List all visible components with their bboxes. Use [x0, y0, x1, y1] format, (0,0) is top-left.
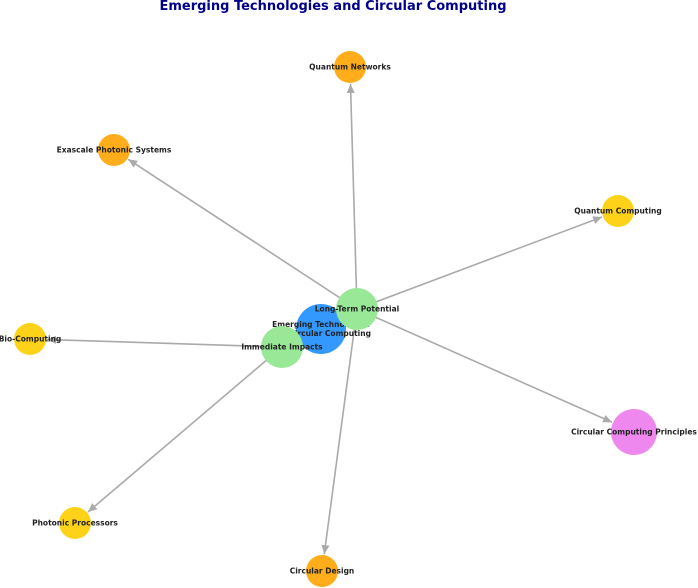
node-circle-root — [296, 304, 346, 354]
edge-layer — [46, 83, 613, 555]
node-circle-photonic — [59, 507, 91, 539]
node-quantum_networks: Quantum Networks — [309, 51, 391, 83]
node-circle-quantum_networks — [334, 51, 366, 83]
node-ccp: Circular Computing Principles — [571, 409, 697, 455]
node-circle-quantum_computing — [602, 195, 634, 227]
node-circle-bio — [14, 323, 46, 355]
edge-immediate-to-photonic — [87, 346, 283, 513]
node-exascale: Exascale Photonic Systems — [57, 134, 172, 166]
node-circle-ccp — [611, 409, 657, 455]
node-label-quantum_computing: Quantum Computing — [574, 207, 662, 216]
node-longterm: Long-Term Potential — [315, 288, 399, 330]
node-label-root: and Circular Computing — [271, 329, 371, 338]
node-circle-circular_design — [306, 555, 338, 587]
node-label-bio: Bio-Computing — [0, 335, 61, 344]
node-label-exascale: Exascale Photonic Systems — [57, 146, 172, 155]
node-immediate: Immediate Impacts — [241, 326, 323, 368]
node-label-immediate: Immediate Impacts — [241, 343, 323, 352]
node-circle-longterm — [336, 288, 378, 330]
edge-longterm-to-quantum_computing — [356, 216, 603, 310]
node-circle-exascale — [98, 134, 130, 166]
node-circle-immediate — [261, 326, 303, 368]
node-label-longterm: Long-Term Potential — [315, 305, 399, 314]
node-circular_design: Circular Design — [290, 555, 355, 587]
node-label-quantum_networks: Quantum Networks — [309, 63, 391, 72]
edge-longterm-to-ccp — [356, 308, 613, 423]
node-quantum_computing: Quantum Computing — [574, 195, 662, 227]
edge-longterm-to-circular_design — [321, 308, 358, 555]
node-label-circular_design: Circular Design — [290, 567, 355, 576]
node-label-ccp: Circular Computing Principles — [571, 428, 697, 437]
edge-longterm-to-quantum_networks — [346, 83, 358, 310]
edge-immediate-to-bio — [46, 335, 283, 348]
node-label-photonic: Photonic Processors — [32, 519, 118, 528]
node-bio: Bio-Computing — [0, 323, 61, 355]
diagram-title: Emerging Technologies and Circular Compu… — [159, 0, 506, 14]
edge-longterm-to-exascale — [127, 158, 358, 310]
node-label-root: Emerging Technologies — [272, 320, 370, 329]
node-photonic: Photonic Processors — [32, 507, 118, 539]
